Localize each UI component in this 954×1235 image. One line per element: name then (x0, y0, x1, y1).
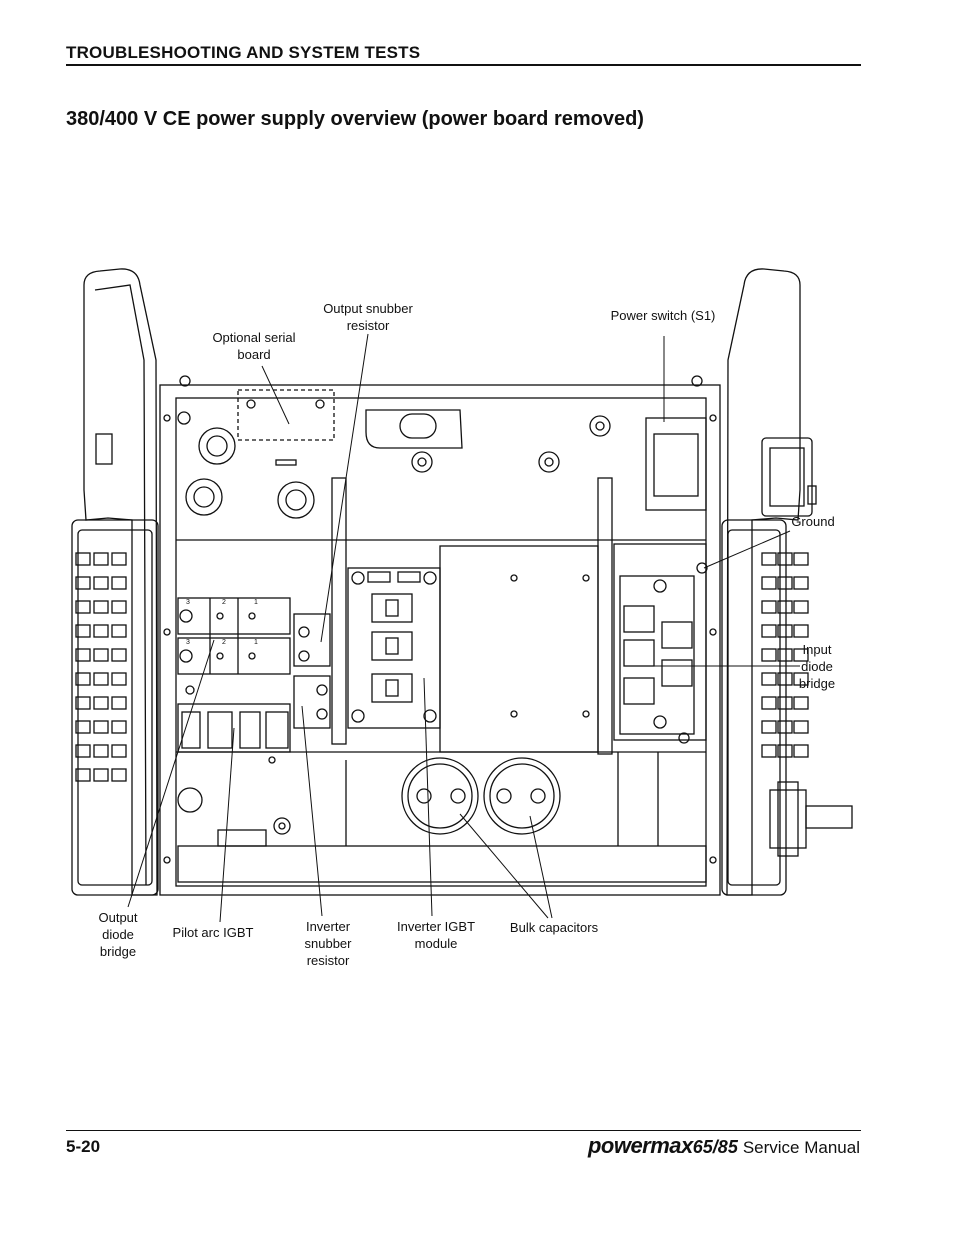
power-switch (645, 417, 707, 511)
pin-number: 2 (222, 639, 226, 646)
brand-model: 65/85 (692, 1137, 738, 1157)
power-cord (769, 781, 853, 857)
bulk-capacitors (401, 757, 561, 835)
pin-number: 1 (254, 639, 258, 646)
pin-number: 3 (186, 599, 190, 606)
output-bridge (177, 597, 291, 635)
serial-board (237, 389, 335, 441)
pin-number: 3 (186, 639, 190, 646)
brand-name: powermax (587, 1133, 693, 1158)
left-vents (75, 552, 127, 782)
leader-lines (127, 333, 800, 923)
section-title: TROUBLESHOOTING AND SYSTEM TESTS (66, 43, 421, 62)
label-bulk-capacitors: Bulk capacitors (509, 920, 599, 935)
inverter-igbt (347, 567, 441, 729)
page-number: 5-20 (66, 1137, 101, 1156)
pilot-arc-igbt (177, 703, 291, 753)
header-rule (66, 64, 861, 66)
label-ground: Ground (791, 514, 835, 529)
pin-number: 1 (254, 599, 258, 606)
chassis (159, 384, 721, 896)
manual-title: Service Manual (742, 1138, 860, 1157)
grommets (177, 411, 611, 519)
input-bridge (619, 575, 695, 735)
right-vents (761, 552, 809, 758)
right-handle (721, 268, 817, 896)
page-title: 380/400 V CE power supply overview (powe… (66, 108, 644, 130)
bracket (365, 409, 463, 449)
label-pilot-arc-igbt: Pilot arc IGBT (172, 925, 254, 940)
footer-rule (66, 1130, 861, 1131)
label-power-switch: Power switch (S1) (610, 308, 716, 323)
left-handle (71, 268, 159, 896)
pin-number: 2 (222, 599, 226, 606)
